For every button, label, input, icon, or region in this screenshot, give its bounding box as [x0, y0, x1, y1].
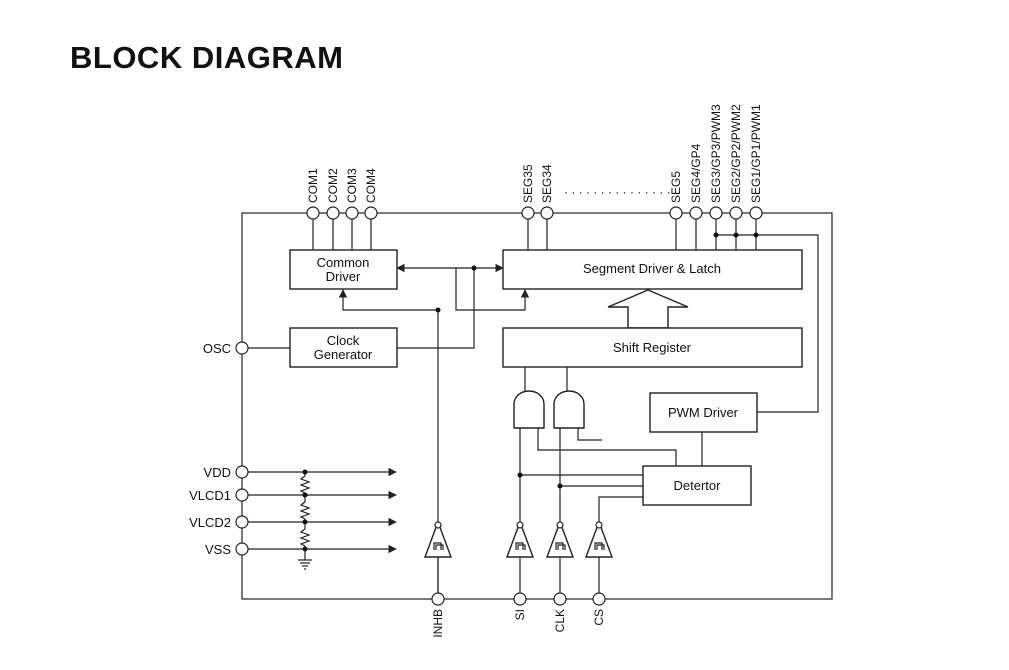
pin-label-seg34: SEG34: [540, 164, 554, 203]
clock-generator-line2: Generator: [314, 347, 373, 362]
junction-dots: [302, 232, 759, 552]
pin-label-seg1: SEG1/GP1/PWM1: [749, 104, 763, 203]
pin-label-si: SI: [513, 609, 527, 620]
pin-label-inhb: INHB: [431, 609, 445, 638]
pin-label-seg3: SEG3/GP3/PWM3: [709, 104, 723, 203]
pin-label-seg4: SEG4/GP4: [689, 143, 703, 203]
left-pins: [235, 341, 249, 556]
segment-driver-block: Segment Driver & Latch: [502, 249, 803, 290]
and-gate-right: [553, 390, 585, 429]
wires: [247, 219, 819, 593]
pin-label-vss: VSS: [205, 542, 231, 557]
pin-label-com4: COM4: [364, 168, 378, 203]
pin-label-clk: CLK: [553, 609, 567, 632]
pin-label-com1: COM1: [306, 168, 320, 203]
pin-label-osc: OSC: [203, 341, 231, 356]
pin-label-com2: COM2: [326, 168, 340, 203]
and-gate-left: [513, 390, 545, 429]
buffer-si: [505, 519, 535, 558]
seg-ellipsis: · · · · · · · · · · · · · · ·: [564, 185, 671, 199]
pin-label-vlcd2: VLCD2: [189, 515, 231, 530]
buffer-clk: [545, 519, 575, 558]
page-title: BLOCK DIAGRAM: [70, 40, 344, 75]
top-pins: [306, 206, 763, 220]
pin-label-com3: COM3: [345, 168, 359, 203]
pwm-driver-label: PWM Driver: [668, 405, 739, 420]
common-driver-line2: Driver: [326, 269, 361, 284]
common-driver-line1: Common: [317, 255, 370, 270]
chip-outline: [241, 212, 833, 600]
top-com-labels: COM1 COM2 COM3 COM4: [306, 168, 378, 203]
pin-label-seg35: SEG35: [521, 164, 535, 203]
resistor-ladder: [298, 472, 312, 570]
left-pin-labels: OSC VDD VLCD1 VLCD2 VSS: [189, 341, 231, 557]
clock-generator-block: Clock Generator: [289, 327, 398, 368]
pin-label-vlcd1: VLCD1: [189, 488, 231, 503]
common-driver-block: Common Driver: [289, 249, 398, 290]
shift-register-block: Shift Register: [502, 327, 803, 368]
shift-register-label: Shift Register: [613, 340, 692, 355]
pin-label-seg2: SEG2/GP2/PWM2: [729, 104, 743, 203]
pwm-driver-block: PWM Driver: [649, 392, 758, 433]
detector-block: Detertor: [642, 465, 752, 506]
pin-label-vdd: VDD: [204, 465, 231, 480]
buffer-cs: [584, 519, 614, 558]
detector-label: Detertor: [674, 478, 722, 493]
clock-generator-line1: Clock: [327, 333, 360, 348]
bottom-pin-labels: INHB SI CLK CS: [431, 609, 606, 638]
bottom-pins: [431, 592, 606, 606]
buffer-inhb: [423, 519, 453, 558]
segment-driver-label: Segment Driver & Latch: [583, 261, 721, 276]
top-seg-labels: SEG35 SEG34 SEG5 SEG4/GP4 SEG3/GP3/PWM3 …: [521, 104, 763, 203]
data-transfer-arrow: [607, 289, 689, 329]
pin-label-seg5: SEG5: [669, 171, 683, 203]
pin-label-cs: CS: [592, 609, 606, 626]
